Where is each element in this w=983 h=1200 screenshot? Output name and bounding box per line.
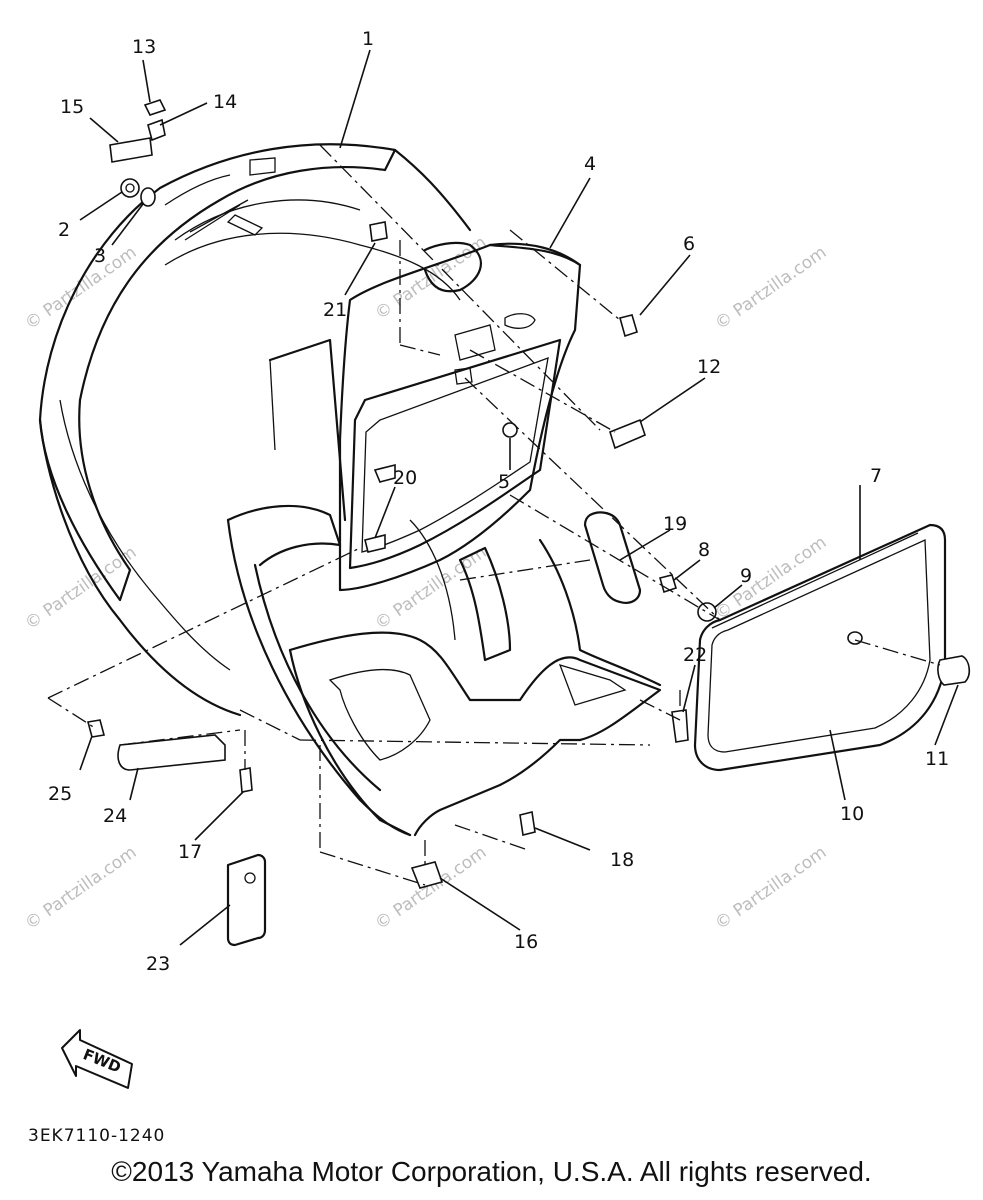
callout-24: 24 xyxy=(103,805,127,827)
callout-21: 21 xyxy=(323,299,347,321)
callout-6: 6 xyxy=(683,233,695,255)
callout-9: 9 xyxy=(740,565,752,587)
callout-13: 13 xyxy=(132,36,156,58)
watermark: © Partzilla.com xyxy=(371,542,490,634)
callout-17: 17 xyxy=(178,841,202,863)
callout-10: 10 xyxy=(840,803,864,825)
callout-8: 8 xyxy=(698,539,710,561)
callout-22: 22 xyxy=(683,644,707,666)
footboard xyxy=(288,519,662,837)
callout-3: 3 xyxy=(94,245,106,267)
callout-5: 5 xyxy=(498,471,510,493)
assembly-lines xyxy=(47,144,941,886)
callout-7: 7 xyxy=(870,465,882,487)
watermark: © Partzilla.com xyxy=(371,842,490,934)
watermark: © Partzilla.com xyxy=(711,242,830,334)
callout-18: 18 xyxy=(610,849,634,871)
copyright-notice: ©2013 Yamaha Motor Corporation, U.S.A. A… xyxy=(111,1156,872,1187)
callout-19: 19 xyxy=(663,513,687,535)
callout-4: 4 xyxy=(584,153,596,175)
leader-lines xyxy=(79,49,959,946)
watermark: © Partzilla.com xyxy=(21,842,140,934)
callout-2: 2 xyxy=(58,219,70,241)
callout-16: 16 xyxy=(514,931,538,953)
callout-23: 23 xyxy=(146,953,170,975)
diagram-code: 3EK7110-1240 xyxy=(28,1126,166,1146)
callout-15: 15 xyxy=(60,96,84,118)
callout-11: 11 xyxy=(925,748,949,770)
callout-20: 20 xyxy=(393,467,417,489)
callouts: 1 2 3 4 5 6 7 8 9 10 11 12 13 14 15 16 1… xyxy=(48,28,949,975)
side-panel xyxy=(693,523,947,772)
callout-25: 25 xyxy=(48,783,72,805)
watermarks: © Partzilla.com © Partzilla.com © Partzi… xyxy=(21,232,830,934)
callout-1: 1 xyxy=(362,28,374,50)
small-parts xyxy=(87,99,971,947)
watermark: © Partzilla.com xyxy=(711,842,830,934)
fwd-arrow-icon: FWD xyxy=(61,1029,133,1089)
callout-14: 14 xyxy=(213,91,237,113)
callout-12: 12 xyxy=(697,356,721,378)
